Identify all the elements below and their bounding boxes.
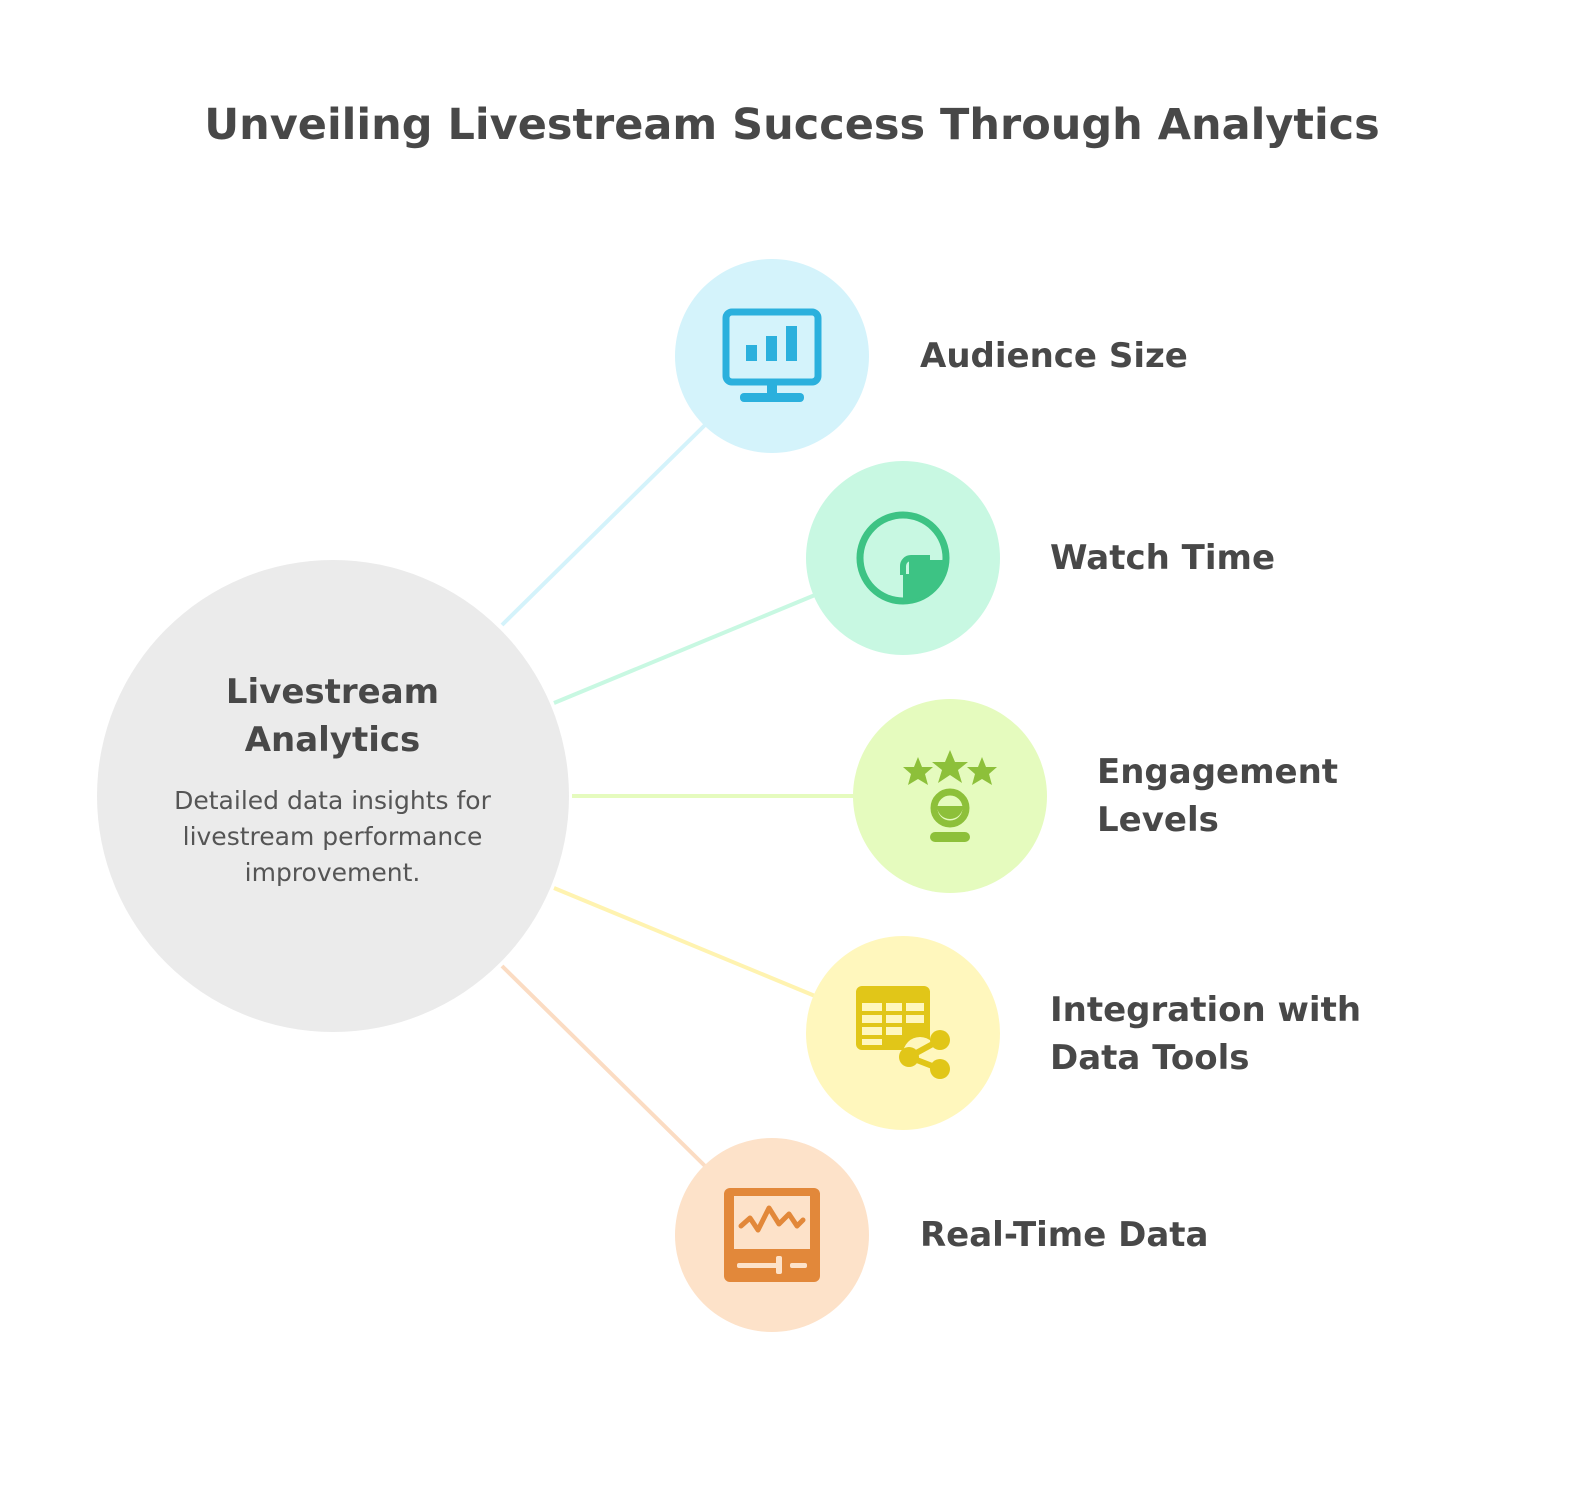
node-label-line-1: Audience Size — [920, 336, 1188, 376]
clock-icon — [856, 511, 950, 605]
node-label-real-time-data: Real-Time Data — [920, 1211, 1209, 1259]
hub-description: Detailed data insights for livestream pe… — [174, 786, 491, 887]
spreadsheet-share-icon — [856, 986, 950, 1079]
monitor-bar-chart-icon — [722, 308, 822, 402]
hub-title-line-1: Livestream — [225, 672, 440, 712]
node-label-line-1: Integration with — [1050, 990, 1362, 1030]
node-label-integration-data-tools: Integration with Data Tools — [1050, 986, 1361, 1082]
node-label-line-2: Levels — [1097, 800, 1219, 840]
connector-watch-time — [553, 593, 816, 705]
hub-circle — [97, 560, 569, 1032]
node-label-line-1: Watch Time — [1050, 538, 1276, 578]
user-stars-icon — [903, 750, 997, 842]
connector-audience-size — [500, 423, 707, 627]
node-label-engagement-levels: Engagement Levels — [1097, 748, 1338, 844]
node-label-audience-size: Audience Size — [920, 332, 1188, 380]
node-label-line-1: Engagement — [1097, 752, 1339, 792]
hub-title: Livestream Analytics — [160, 668, 505, 764]
hub-title-line-2: Analytics — [244, 720, 421, 760]
connector-real-time-data — [500, 964, 707, 1168]
node-label-line-2: Data Tools — [1050, 1038, 1250, 1078]
node-circle-watch-time — [806, 461, 1000, 655]
pulse-monitor-icon — [724, 1188, 820, 1282]
node-label-line-1: Real-Time Data — [920, 1215, 1209, 1255]
page-title: Unveiling Livestream Success Through Ana… — [204, 100, 1380, 150]
node-circle-engagement-levels — [853, 699, 1047, 893]
connector-integration-data-tools — [553, 886, 816, 998]
node-label-watch-time: Watch Time — [1050, 534, 1275, 582]
